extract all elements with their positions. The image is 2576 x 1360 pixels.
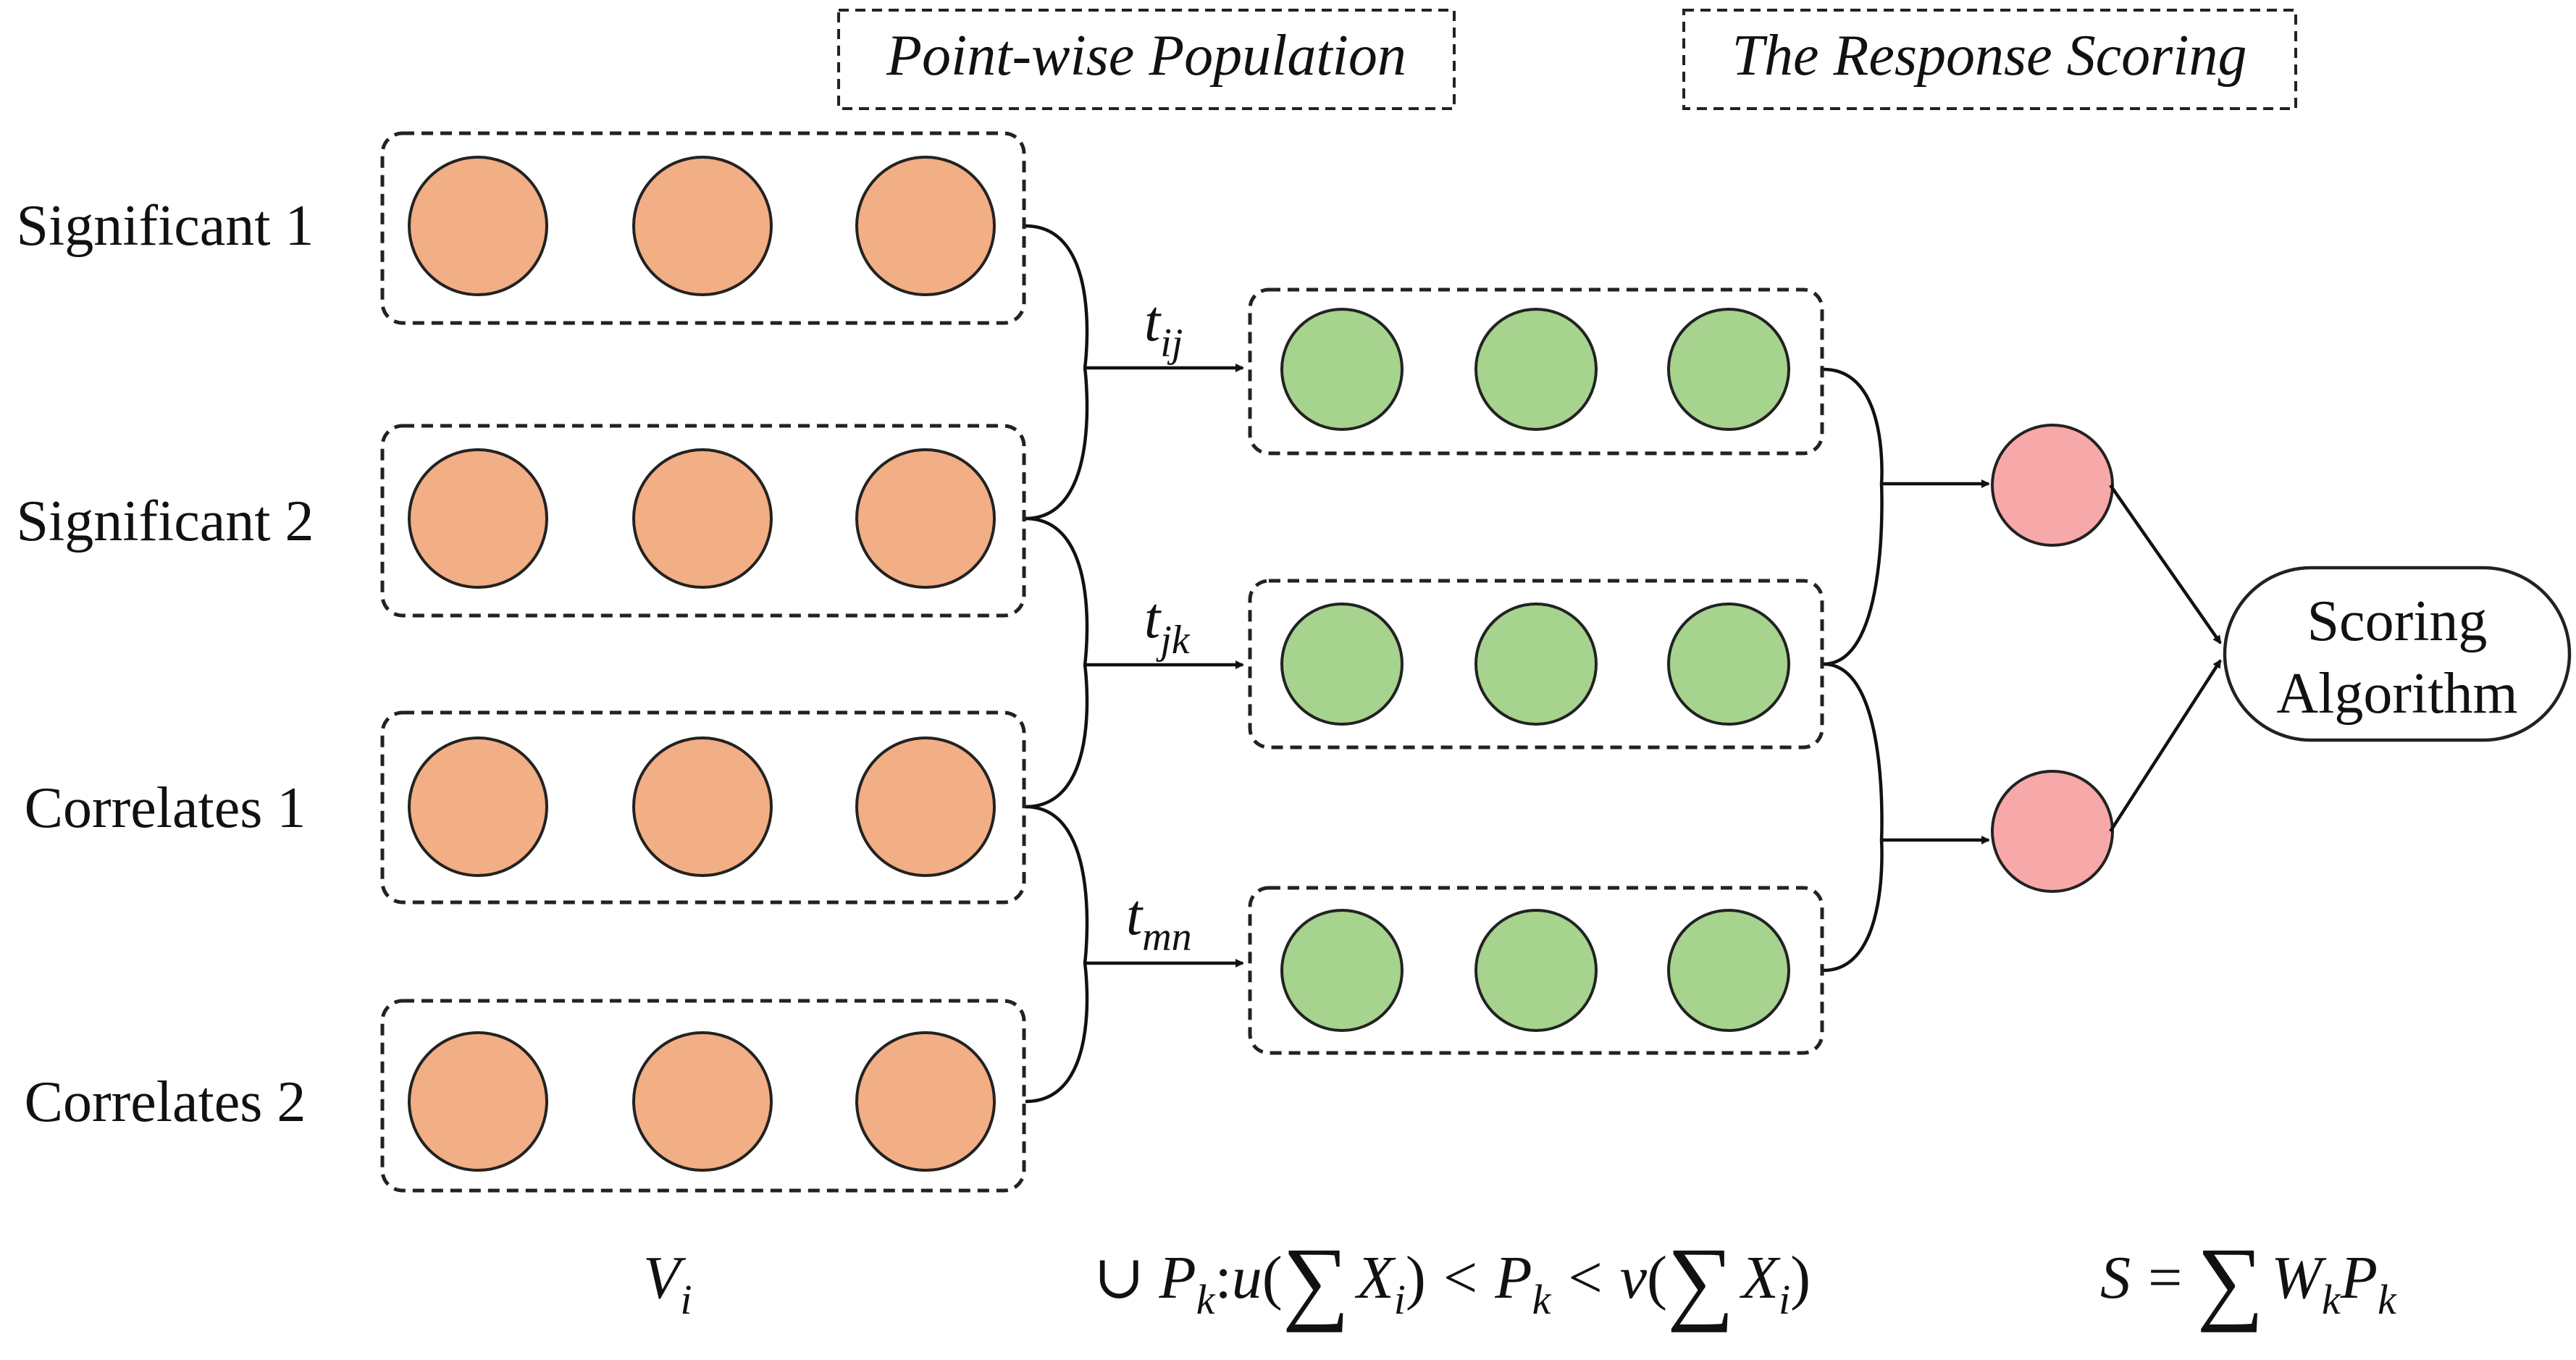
arrow-output-1-to-scoring [2109, 484, 2222, 645]
input-group-correlates-2 [380, 999, 1026, 1193]
row-label-significant-1: Significant 1 [16, 194, 314, 258]
scoring-algorithm-node: Scoring Algorithm [2223, 566, 2572, 742]
row-label-significant-2: Significant 2 [16, 490, 314, 553]
input-group-correlates-1 [380, 710, 1026, 904]
hidden-group-2 [1248, 579, 1824, 750]
scoring-algorithm-line2: Algorithm [2276, 662, 2517, 726]
input-node [408, 448, 548, 589]
input-group-significant-1 [380, 131, 1026, 325]
hidden-node [1474, 308, 1598, 431]
header-scoring: The Response Scoring [1682, 9, 2297, 110]
hidden-node [1474, 909, 1598, 1032]
input-node [408, 736, 548, 877]
input-node [632, 736, 773, 877]
input-node [632, 1031, 773, 1172]
formula-population: ∪Pk:u(∑Xi)<Pk<v(∑Xi) [1094, 1229, 1811, 1333]
formula-score: S=∑WkPk [2100, 1229, 2397, 1333]
scoring-algorithm-line1: Scoring [2307, 589, 2488, 653]
connector-hidden-output [1823, 367, 1990, 973]
input-node [855, 736, 996, 877]
hidden-node [1280, 603, 1404, 726]
input-node [408, 156, 548, 296]
hidden-node [1280, 909, 1404, 1032]
header-scoring-label: The Response Scoring [1732, 24, 2246, 88]
header-population-label: Point-wise Population [886, 24, 1406, 88]
row-label-correlates-2: Correlates 2 [25, 1070, 306, 1134]
edge-label-tjk: tjk [1144, 587, 1191, 663]
row-label-correlates-1: Correlates 1 [25, 776, 306, 840]
hidden-node [1474, 603, 1598, 726]
hidden-group-3 [1248, 886, 1824, 1055]
input-node [632, 448, 773, 589]
hidden-node [1667, 308, 1790, 431]
input-node [408, 1031, 548, 1172]
edge-label-tij: tij [1144, 290, 1183, 366]
input-node [855, 1031, 996, 1172]
output-node-2 [1991, 770, 2114, 893]
edge-label-tmn: tmn [1126, 883, 1192, 960]
hidden-node [1667, 909, 1790, 1032]
input-node [855, 448, 996, 589]
input-node [632, 156, 773, 296]
hidden-node [1667, 603, 1790, 726]
hidden-group-1 [1248, 287, 1824, 456]
input-group-significant-2 [380, 424, 1026, 618]
formula-v: Vi [643, 1244, 692, 1323]
connector-input-hidden [1025, 224, 1244, 1104]
arrow-output-2-to-scoring [2109, 659, 2222, 833]
input-node [855, 156, 996, 296]
output-node-1 [1991, 424, 2114, 547]
hidden-node [1280, 308, 1404, 431]
header-population: Point-wise Population [837, 9, 1456, 110]
